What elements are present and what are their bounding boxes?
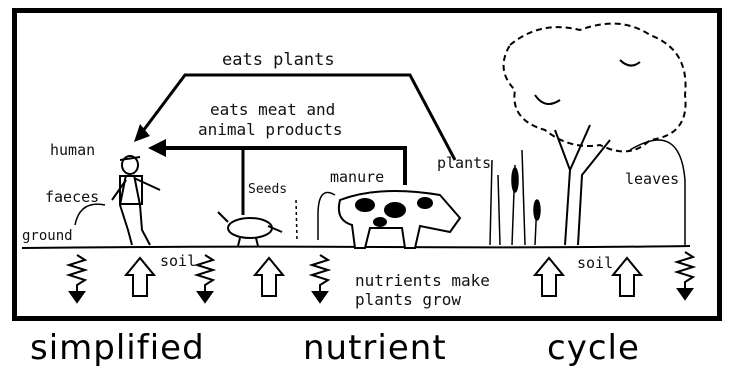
label-leaves: leaves [625,170,679,188]
label-eats-meat-line2: animal products [198,120,343,139]
coil-arrow-2 [197,255,213,302]
human-figure [112,156,160,245]
label-nutrients-line1: nutrients make [355,271,490,290]
label-soil-left: soil [160,252,196,270]
manure-arrow [318,193,335,241]
reeds-plants [490,150,540,245]
title-word-cycle: cycle [547,328,640,368]
faeces-arrow [75,204,105,225]
label-soil-right: soil [577,254,613,272]
coil-arrow-1 [69,255,85,302]
up-arrow-1 [126,258,154,296]
label-eats-plants: eats plants [222,50,335,70]
label-seeds: Seeds [248,182,287,197]
leaves-arrow [630,140,685,245]
label-faeces: faeces [45,188,99,206]
label-eats-meat-line1: eats meat and [210,100,335,119]
label-ground: ground [22,228,73,244]
cow-figure [339,191,460,248]
diagram-title: simplified nutrient cycle [0,328,736,374]
tree-figure [504,24,686,245]
up-arrow-2 [255,258,283,296]
title-word-nutrient: nutrient [303,328,447,368]
coil-arrow-4 [677,252,693,299]
label-plants: plants [437,154,491,172]
label-manure: manure [330,168,384,186]
label-nutrients-line2: plants grow [355,290,461,309]
seeds-stalk [296,200,297,240]
coil-arrow-3 [312,255,328,302]
eats-meat-arrowhead [148,139,166,157]
chicken-figure [218,212,282,246]
up-arrow-3 [535,258,563,296]
title-word-simplified: simplified [30,328,205,368]
up-arrow-4 [613,258,641,296]
label-human: human [50,141,95,159]
